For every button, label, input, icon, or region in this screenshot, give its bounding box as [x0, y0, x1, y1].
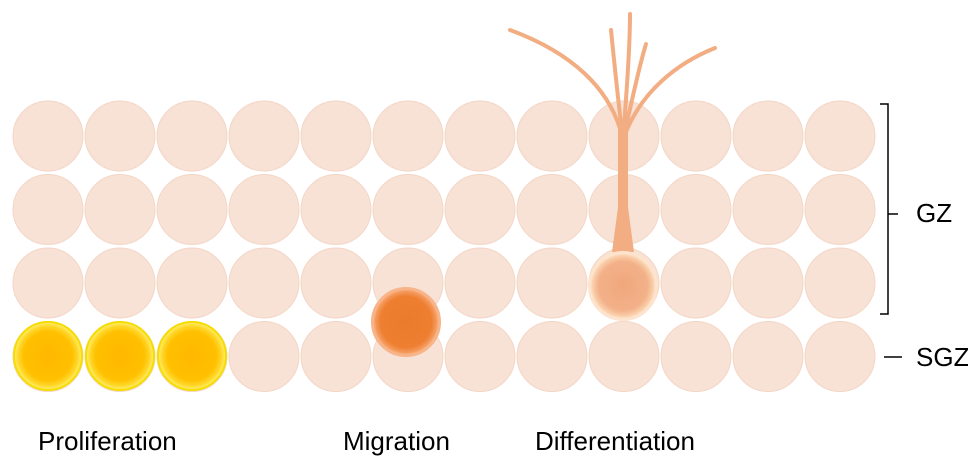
- proliferating-cell: [14, 322, 82, 390]
- sgz-label: SGZ: [916, 344, 968, 370]
- granule-cell: [301, 248, 371, 318]
- granule-cell: [373, 101, 443, 171]
- granule-cell: [733, 322, 803, 392]
- granule-cell: [157, 101, 227, 171]
- granule-cell: [661, 101, 731, 171]
- differentiation-label: Differentiation: [535, 428, 695, 454]
- granule-cell: [445, 101, 515, 171]
- granule-cell: [661, 322, 731, 392]
- proliferating-cells: [14, 322, 226, 390]
- granule-cell: [733, 248, 803, 318]
- granule-cell: [661, 248, 731, 318]
- granule-cell: [805, 101, 875, 171]
- granule-cell: [157, 248, 227, 318]
- migration-label: Migration: [343, 428, 450, 454]
- differentiating-neuron-soma: [589, 252, 657, 320]
- granule-cell: [13, 101, 83, 171]
- granule-cell: [805, 248, 875, 318]
- proliferating-cell: [86, 322, 154, 390]
- granule-cell: [229, 248, 299, 318]
- granule-cell: [373, 175, 443, 245]
- proliferation-label: Proliferation: [38, 428, 177, 454]
- granule-cell: [517, 175, 587, 245]
- granule-cell: [13, 248, 83, 318]
- granule-cell: [805, 322, 875, 392]
- granule-cell: [85, 248, 155, 318]
- granule-cell: [517, 248, 587, 318]
- granule-cell: [85, 101, 155, 171]
- granule-cell: [301, 175, 371, 245]
- granule-cell: [85, 175, 155, 245]
- granule-cell: [229, 101, 299, 171]
- granule-cell: [517, 101, 587, 171]
- granule-cell: [805, 175, 875, 245]
- granule-cell: [589, 322, 659, 392]
- gz-bracket: [880, 104, 898, 314]
- granule-cell: [157, 175, 227, 245]
- migrating-cell: [372, 288, 440, 356]
- granule-cell: [517, 322, 587, 392]
- granule-cell: [229, 175, 299, 245]
- granule-cell: [229, 322, 299, 392]
- granule-cell: [445, 322, 515, 392]
- granule-cell: [13, 175, 83, 245]
- gz-label: GZ: [916, 200, 952, 226]
- proliferating-cell: [158, 322, 226, 390]
- granule-cell: [733, 175, 803, 245]
- granule-cell: [445, 248, 515, 318]
- granule-cell: [301, 322, 371, 392]
- granule-cell: [301, 101, 371, 171]
- granule-cell: [661, 175, 731, 245]
- granule-cell: [733, 101, 803, 171]
- granule-cell: [445, 175, 515, 245]
